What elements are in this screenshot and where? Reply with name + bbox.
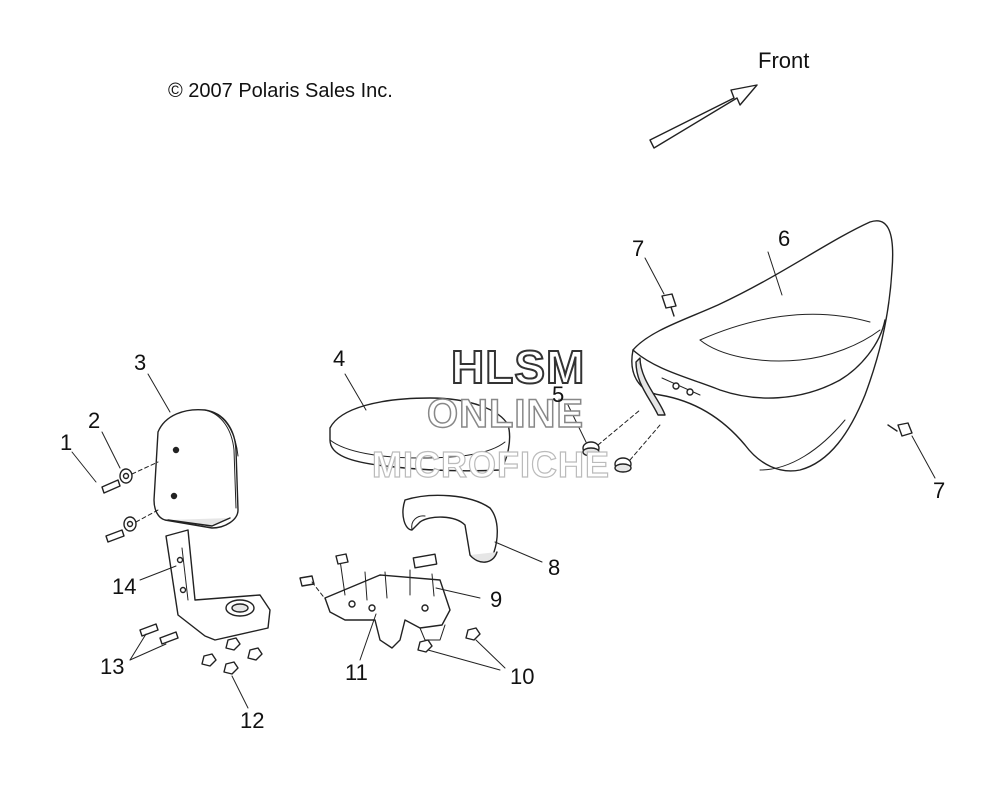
watermark-line-1: HLSM <box>450 340 586 394</box>
callout-5: 5 <box>552 382 565 407</box>
callout-13: 13 <box>100 654 125 679</box>
part-13-bolts <box>130 624 178 660</box>
front-direction-label: Front <box>758 48 810 73</box>
watermark-line-2: ONLINE <box>426 391 585 437</box>
part-7-bolt-right <box>888 423 935 478</box>
part-4-passenger-seat <box>330 374 510 471</box>
callout-7-top: 7 <box>632 236 645 261</box>
callout-3: 3 <box>134 350 147 375</box>
copyright-text: © 2007 Polaris Sales Inc. <box>168 80 393 102</box>
watermark-line-3: MICROFICHE <box>371 443 610 485</box>
callout-12: 12 <box>240 708 265 733</box>
callout-9: 9 <box>490 587 503 612</box>
part-14-bracket <box>140 530 270 640</box>
part-8-pad <box>403 495 542 562</box>
part-1-2-fasteners <box>72 432 158 542</box>
callout-7-right: 7 <box>933 478 946 503</box>
part-12-nuts <box>202 638 262 708</box>
front-arrow <box>650 85 757 148</box>
part-7-bolt-left <box>645 258 676 316</box>
callout-11: 11 <box>345 660 368 685</box>
callout-14: 14 <box>112 574 137 599</box>
part-5-grommets <box>568 405 660 472</box>
part-3-backrest <box>148 374 238 528</box>
callout-10: 10 <box>510 664 535 689</box>
callout-4: 4 <box>333 346 346 371</box>
callout-8: 8 <box>548 555 561 580</box>
part-6-seat <box>632 221 893 471</box>
callout-1: 1 <box>60 430 73 455</box>
part-10-nuts <box>418 628 505 670</box>
callout-6: 6 <box>778 226 791 251</box>
part-9-11-base-plate <box>300 554 480 660</box>
leader-6 <box>768 252 782 295</box>
callout-2: 2 <box>88 408 101 433</box>
